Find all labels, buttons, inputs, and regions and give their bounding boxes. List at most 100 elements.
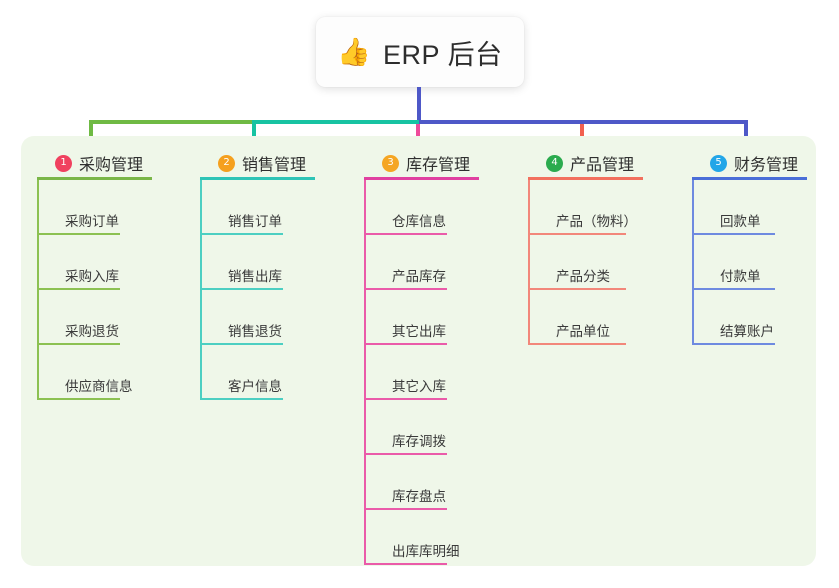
column-vertical-connector bbox=[692, 180, 694, 345]
module-item-underline bbox=[37, 398, 120, 400]
module-item-label: 出库库明细 bbox=[392, 544, 460, 559]
page-title: ERP 后台 bbox=[383, 39, 503, 70]
column-title: 采购管理 bbox=[79, 157, 144, 174]
module-item-label: 库存盘点 bbox=[392, 489, 446, 504]
module-item[interactable]: 销售订单 bbox=[200, 180, 315, 235]
module-item-underline bbox=[364, 508, 447, 510]
module-item[interactable]: 采购入库 bbox=[37, 235, 152, 290]
module-item-underline bbox=[528, 288, 626, 290]
module-item-underline bbox=[200, 398, 283, 400]
module-item-label: 回款单 bbox=[720, 214, 761, 229]
column-title: 销售管理 bbox=[242, 157, 307, 174]
column-header-underline bbox=[528, 177, 643, 180]
number-badge-icon: 3 bbox=[382, 154, 399, 172]
module-item[interactable]: 销售出库 bbox=[200, 235, 315, 290]
module-item-underline bbox=[364, 453, 447, 455]
module-column-3: 3 库存管理仓库信息产品库存其它出库其它入库库存调拨库存盘点出库库明细 bbox=[364, 146, 479, 565]
column-header-4[interactable]: 4 产品管理 bbox=[528, 146, 643, 180]
module-column-5: 5 财务管理回款单付款单结算账户 bbox=[692, 146, 807, 345]
module-item-underline bbox=[37, 233, 120, 235]
module-item[interactable]: 仓库信息 bbox=[364, 180, 479, 235]
column-header-3[interactable]: 3 库存管理 bbox=[364, 146, 479, 180]
module-item-label: 库存调拨 bbox=[392, 434, 446, 449]
module-item-label: 销售退货 bbox=[228, 324, 282, 339]
module-item-label: 仓库信息 bbox=[392, 214, 446, 229]
module-item-underline bbox=[528, 343, 626, 345]
module-item-label: 产品（物料） bbox=[556, 214, 637, 229]
column-title: 产品管理 bbox=[570, 157, 635, 174]
column-header-underline bbox=[364, 177, 479, 180]
module-column-4: 4 产品管理产品（物料） 产品分类产品单位 bbox=[528, 146, 643, 345]
column-vertical-connector bbox=[200, 180, 202, 400]
module-item-underline bbox=[37, 288, 120, 290]
column-vertical-connector bbox=[37, 180, 39, 400]
module-item-underline bbox=[528, 233, 626, 235]
module-item[interactable]: 出库库明细 bbox=[364, 510, 479, 565]
module-item-label: 付款单 bbox=[720, 269, 761, 284]
connector-bar-green bbox=[89, 120, 256, 124]
column-header-5[interactable]: 5 财务管理 bbox=[692, 146, 807, 180]
module-item[interactable]: 客户信息 bbox=[200, 345, 315, 400]
module-item-underline bbox=[364, 233, 447, 235]
root-node-title-card[interactable]: 👍 ERP 后台 bbox=[316, 17, 524, 87]
module-item-underline bbox=[37, 343, 120, 345]
column-items-1: 采购订单采购入库采购退货供应商信息 bbox=[37, 180, 152, 400]
module-item-label: 产品分类 bbox=[556, 269, 610, 284]
column-title: 财务管理 bbox=[734, 157, 799, 174]
module-item-underline bbox=[364, 343, 447, 345]
module-item[interactable]: 产品（物料） bbox=[528, 180, 643, 235]
module-item-label: 供应商信息 bbox=[65, 379, 133, 394]
module-item-underline bbox=[200, 288, 283, 290]
module-item[interactable]: 付款单 bbox=[692, 235, 807, 290]
module-item-label: 其它出库 bbox=[392, 324, 446, 339]
column-header-underline bbox=[692, 177, 807, 180]
module-item[interactable]: 供应商信息 bbox=[37, 345, 152, 400]
module-item-underline bbox=[692, 288, 775, 290]
module-item[interactable]: 销售退货 bbox=[200, 290, 315, 345]
module-item[interactable]: 其它出库 bbox=[364, 290, 479, 345]
module-item[interactable]: 产品分类 bbox=[528, 235, 643, 290]
module-item[interactable]: 库存调拨 bbox=[364, 400, 479, 455]
module-item[interactable]: 产品库存 bbox=[364, 235, 479, 290]
module-item-underline bbox=[364, 398, 447, 400]
connector-stem bbox=[417, 87, 421, 124]
module-item-label: 其它入库 bbox=[392, 379, 446, 394]
column-items-5: 回款单付款单结算账户 bbox=[692, 180, 807, 345]
module-item[interactable]: 采购退货 bbox=[37, 290, 152, 345]
module-item-label: 产品库存 bbox=[392, 269, 446, 284]
module-item-label: 产品单位 bbox=[556, 324, 610, 339]
module-item[interactable]: 其它入库 bbox=[364, 345, 479, 400]
module-item-label: 销售订单 bbox=[228, 214, 282, 229]
column-header-underline bbox=[37, 177, 152, 180]
thumbs-up-icon: 👍 bbox=[337, 36, 372, 67]
module-item[interactable]: 回款单 bbox=[692, 180, 807, 235]
module-item[interactable]: 产品单位 bbox=[528, 290, 643, 345]
module-item-underline bbox=[364, 288, 447, 290]
module-item[interactable]: 采购订单 bbox=[37, 180, 152, 235]
column-title: 库存管理 bbox=[406, 157, 471, 174]
module-item-underline bbox=[692, 343, 775, 345]
number-badge-icon: 5 bbox=[710, 154, 727, 172]
module-item[interactable]: 库存盘点 bbox=[364, 455, 479, 510]
column-vertical-connector bbox=[364, 180, 366, 565]
module-item-underline bbox=[200, 343, 283, 345]
module-item-underline bbox=[364, 563, 447, 565]
module-item-label: 采购订单 bbox=[65, 214, 119, 229]
module-item-label: 结算账户 bbox=[720, 324, 774, 339]
module-item-underline bbox=[692, 233, 775, 235]
module-item-label: 采购入库 bbox=[65, 269, 119, 284]
module-item-label: 销售出库 bbox=[228, 269, 282, 284]
module-item[interactable]: 结算账户 bbox=[692, 290, 807, 345]
connector-bar-blue bbox=[419, 120, 748, 124]
module-item-underline bbox=[200, 233, 283, 235]
module-item-label: 采购退货 bbox=[65, 324, 119, 339]
column-items-4: 产品（物料） 产品分类产品单位 bbox=[528, 180, 643, 345]
modules-panel bbox=[21, 136, 816, 566]
number-badge-icon: 4 bbox=[546, 154, 563, 172]
column-vertical-connector bbox=[528, 180, 530, 345]
